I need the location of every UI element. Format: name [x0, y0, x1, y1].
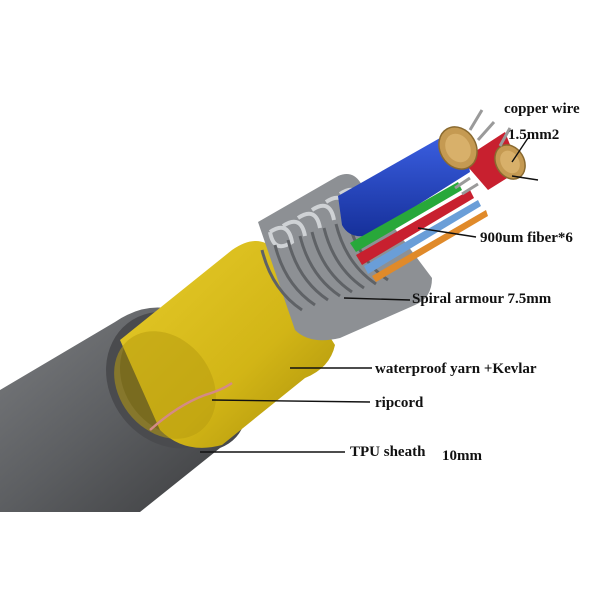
label-spiral-armour: Spiral armour 7.5mm: [412, 291, 552, 307]
label-tpu-size: 10mm: [442, 448, 482, 464]
label-ripcord: ripcord: [375, 395, 424, 411]
leader-lines: [200, 137, 539, 453]
label-copper-wire: copper wire: [504, 101, 580, 117]
label-waterproof-yarn: waterproof yarn +Kevlar: [375, 361, 537, 377]
label-copper-size: 1.5mm2: [508, 127, 560, 143]
label-fiber: 900um fiber*6: [480, 230, 573, 246]
cable-core: [338, 132, 520, 282]
leader-fiber: [417, 227, 477, 238]
ripcord-line: [149, 381, 233, 431]
copper-conductors: [438, 109, 526, 196]
leader-copper-extra: [511, 175, 539, 181]
leader-spiral-armour: [343, 297, 411, 301]
leader-ripcord: [211, 399, 371, 403]
leader-copper-wire: [511, 137, 529, 163]
label-tpu-sheath: TPU sheath: [350, 444, 426, 460]
